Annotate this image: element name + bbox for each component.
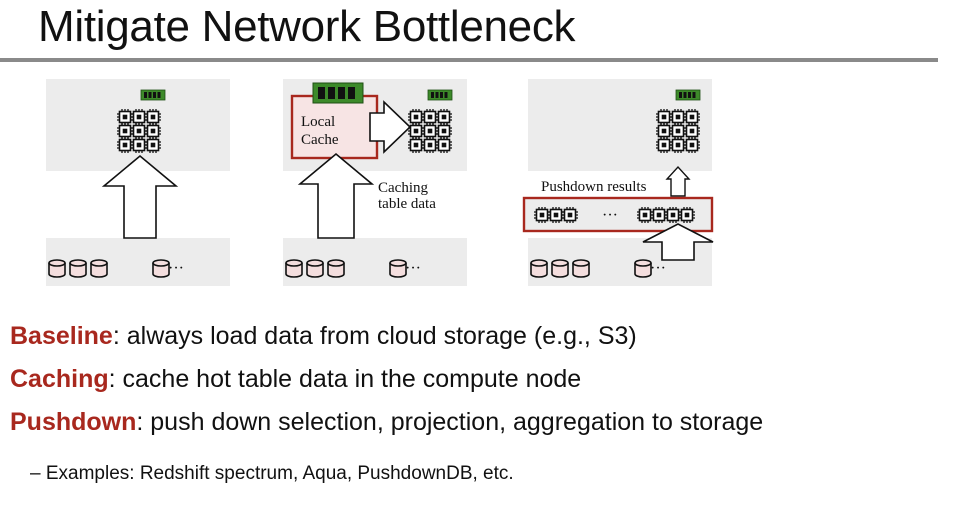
bullet-baseline: Baseline: always load data from cloud st… xyxy=(10,322,637,351)
bullet-term: Caching xyxy=(10,365,109,393)
bullet-text: : cache hot table data in the compute no… xyxy=(108,365,582,393)
memory-icon xyxy=(427,89,453,101)
cache-to-cpu-arrow xyxy=(369,100,412,154)
caching-label-line2: table data xyxy=(378,196,436,212)
memory-icon xyxy=(140,89,166,101)
chip-icon xyxy=(533,206,551,224)
data-flow-arrow xyxy=(297,152,375,239)
caching-diagram: Local Cache Caching table data ··· xyxy=(283,79,467,286)
title-divider xyxy=(0,58,938,62)
local-cache-label-line1: Local xyxy=(301,114,335,130)
chip-icon xyxy=(678,206,696,224)
bullet-term: Baseline xyxy=(10,322,113,350)
chip-icon xyxy=(650,206,668,224)
chip-icon xyxy=(636,206,654,224)
memory-icon xyxy=(675,89,701,101)
caching-label-line1: Caching xyxy=(378,180,428,196)
bullet-caching: Caching: cache hot table data in the com… xyxy=(10,365,581,394)
data-flow-arrow xyxy=(101,154,179,239)
cpu-grid-icon xyxy=(408,109,452,153)
slide-title: Mitigate Network Bottleneck xyxy=(38,2,576,51)
chip-icon xyxy=(547,206,565,224)
sub-bullet-examples: – Examples: Redshift spectrum, Aqua, Pus… xyxy=(30,463,514,484)
data-flow-arrow xyxy=(642,223,714,261)
memory-icon xyxy=(312,82,364,104)
cpu-grid-icon xyxy=(656,109,700,153)
pushdown-results-label: Pushdown results xyxy=(541,179,647,195)
local-cache-label-line2: Cache xyxy=(301,132,339,148)
bullet-text: : always load data from cloud storage (e… xyxy=(112,322,637,350)
chip-ellipsis: ··· xyxy=(602,207,618,224)
storage-ellipsis: ··· xyxy=(650,260,666,277)
bullet-term: Pushdown xyxy=(10,408,137,436)
baseline-diagram: ··· xyxy=(46,79,230,286)
storage-ellipsis: ··· xyxy=(168,260,184,277)
bullet-pushdown: Pushdown: push down selection, projectio… xyxy=(10,408,763,437)
chip-icon xyxy=(561,206,579,224)
bullet-text: : push down selection, projection, aggre… xyxy=(136,408,764,436)
pushdown-results-arrow xyxy=(665,165,691,197)
storage-ellipsis: ··· xyxy=(405,260,421,277)
architecture-diagram: ··· Local Cache Caching table data ··· P… xyxy=(46,79,714,286)
cpu-grid-icon xyxy=(117,109,161,153)
pushdown-diagram: Pushdown results ··· ··· xyxy=(522,79,714,286)
chip-icon xyxy=(664,206,682,224)
